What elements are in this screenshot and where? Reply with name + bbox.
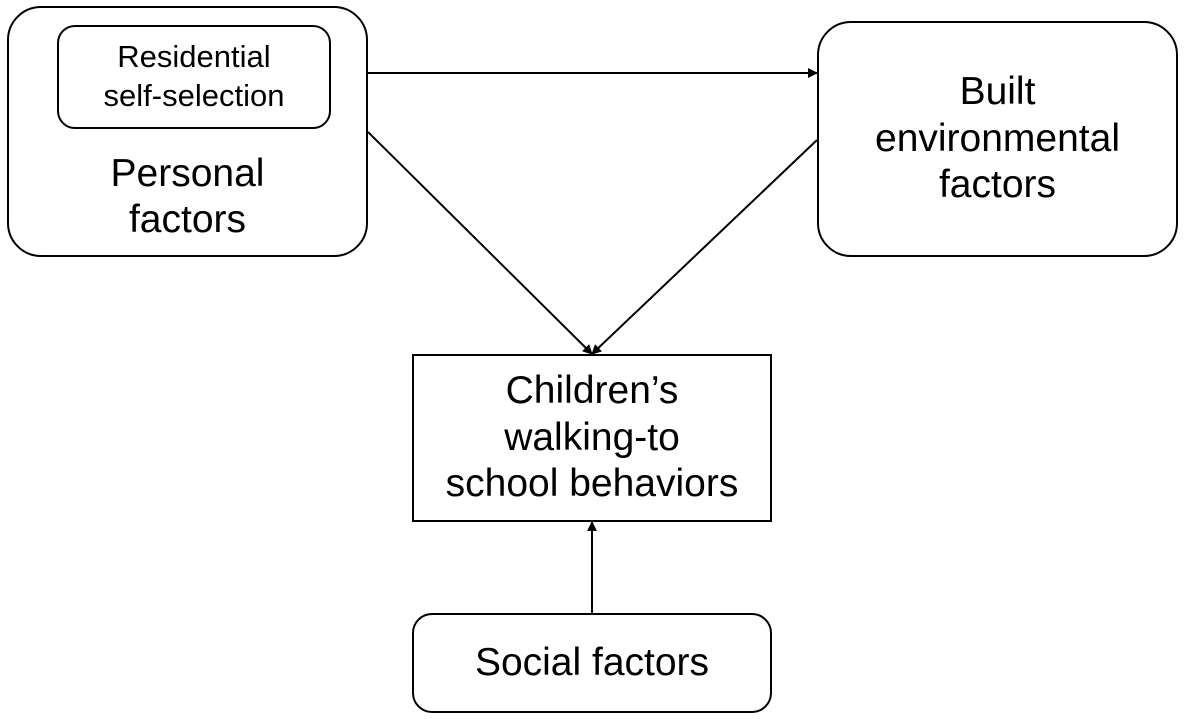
arrow-built-to-children (591, 139, 818, 355)
built-environmental-factors-node: Built environmental factors (817, 21, 1178, 257)
arrow-personal-to-children (367, 131, 593, 355)
residential-self-selection-label: Residential self-selection (103, 39, 285, 113)
social-factors-node: Social factors (412, 613, 772, 713)
residential-self-selection-node: Residential self-selection (57, 25, 331, 129)
childrens-walking-behaviors-node: Children’s walking-to school behaviors (412, 354, 772, 522)
social-factors-label: Social factors (474, 640, 710, 684)
personal-factors-label: Personal factors (110, 151, 265, 241)
built-environmental-factors-label: Built environmental factors (875, 69, 1120, 207)
childrens-walking-behaviors-label: Children’s walking-to school behaviors (445, 368, 739, 506)
